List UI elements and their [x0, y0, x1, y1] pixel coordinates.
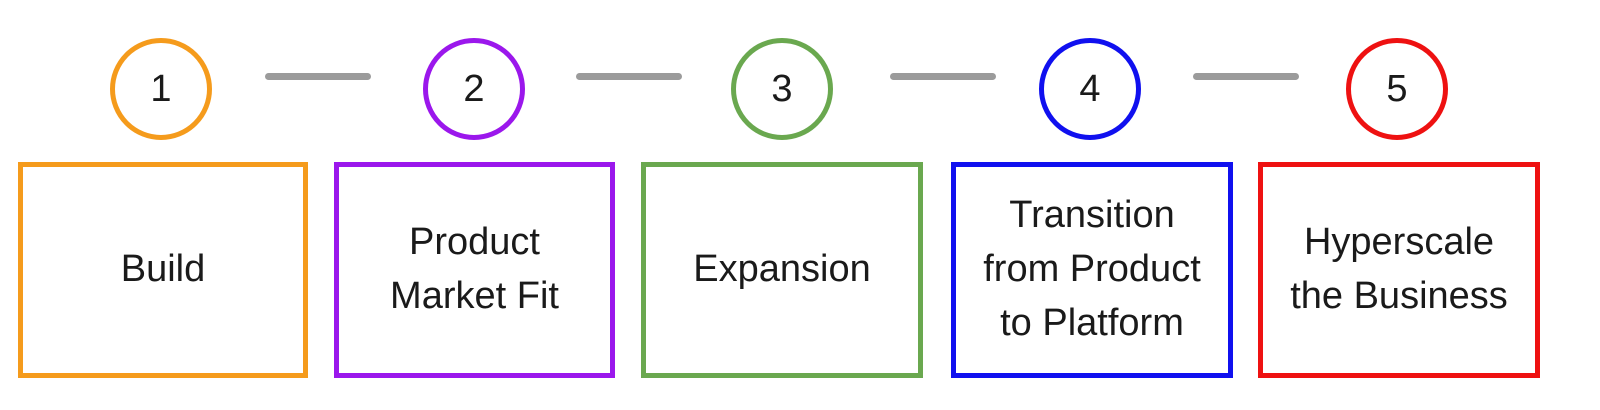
step-5-box: Hyperscale the Business — [1258, 162, 1540, 378]
step-5-number: 5 — [1386, 67, 1408, 110]
step-2-label: Product Market Fit — [390, 221, 559, 317]
step-1-number: 1 — [150, 67, 172, 110]
step-4-number-circle: 4 — [1039, 38, 1141, 140]
step-2-box: Product Market Fit — [334, 162, 615, 378]
connector-line-3-4 — [890, 73, 996, 80]
step-3-box: Expansion — [641, 162, 923, 378]
step-4-number: 4 — [1079, 67, 1101, 110]
step-5-number-circle: 5 — [1346, 38, 1448, 140]
step-3-number: 3 — [771, 67, 793, 110]
connector-line-2-3 — [576, 73, 682, 80]
step-2-number: 2 — [463, 67, 485, 110]
step-4-label: Transition from Product to Platform — [983, 194, 1201, 344]
step-1-label: Build — [120, 248, 206, 291]
step-1-number-circle: 1 — [110, 38, 212, 140]
step-3-label: Expansion — [693, 248, 871, 291]
step-5-label: Hyperscale the Business — [1290, 221, 1508, 317]
connector-line-1-2 — [265, 73, 371, 80]
step-2-number-circle: 2 — [423, 38, 525, 140]
step-3-number-circle: 3 — [731, 38, 833, 140]
step-1-box: Build — [18, 162, 308, 378]
step-4-box: Transition from Product to Platform — [951, 162, 1233, 378]
connector-line-4-5 — [1193, 73, 1299, 80]
